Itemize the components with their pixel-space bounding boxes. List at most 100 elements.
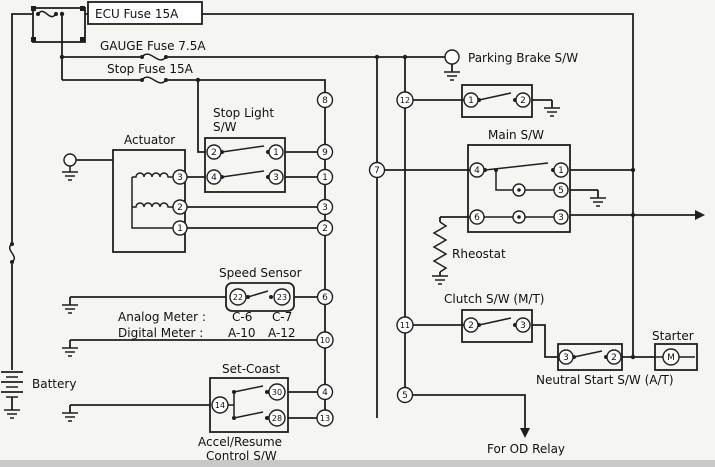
main-internal-wires bbox=[484, 170, 554, 218]
gauge-fuse-symbol bbox=[141, 53, 167, 61]
parking-ground-icon bbox=[543, 107, 561, 117]
svg-text:10: 10 bbox=[320, 336, 330, 345]
neutral-start-switch: 3 2 Neutral Start S/W (A/T) bbox=[536, 343, 674, 387]
ecu-fuse-symbol bbox=[37, 10, 57, 18]
down-arrow-icon bbox=[520, 428, 530, 438]
pin5-od-relay-wire bbox=[413, 394, 526, 428]
svg-text:3: 3 bbox=[273, 173, 279, 183]
ecu-pin-12: 12 bbox=[396, 91, 414, 109]
ecu-pin-13: 13 bbox=[316, 409, 334, 427]
main-terminal-4: 4 bbox=[469, 162, 485, 178]
switch-lever-icon bbox=[478, 317, 512, 326]
digital-a10: A-10 bbox=[228, 326, 256, 340]
svg-text:3: 3 bbox=[177, 173, 183, 183]
set-coast-output-wires bbox=[288, 391, 317, 419]
accel-resume-label-2: Control S/W bbox=[206, 449, 277, 463]
main-switch-wires bbox=[384, 169, 696, 216]
main-terminal-6: 6 bbox=[469, 209, 485, 225]
warning-lamp-icon bbox=[444, 49, 460, 65]
coil-icon bbox=[132, 172, 173, 178]
svg-text:5: 5 bbox=[558, 186, 564, 196]
rheostat-icon bbox=[432, 221, 448, 273]
switch-lever-icon bbox=[478, 92, 512, 101]
stop-light-label-1: Stop Light bbox=[213, 106, 274, 120]
gauge-fuse: GAUGE Fuse 7.5A bbox=[100, 39, 206, 65]
ecu-pin-11: 11 bbox=[396, 316, 414, 334]
switch-lever-icon bbox=[221, 145, 265, 153]
fusible-link-symbol bbox=[9, 243, 15, 263]
starter-motor-m: M bbox=[667, 353, 675, 363]
lamp-ground-icon bbox=[443, 71, 461, 81]
rheostat: Rheostat bbox=[431, 221, 506, 285]
neutral-start-label: Neutral Start S/W (A/T) bbox=[536, 373, 674, 387]
neutral-terminal-2: 2 bbox=[606, 349, 622, 365]
svg-text:6: 6 bbox=[322, 293, 328, 303]
set-coast-ground-icon bbox=[61, 412, 79, 422]
svg-text:2: 2 bbox=[211, 148, 217, 158]
ecu-pin-3: 3 bbox=[316, 198, 334, 216]
analog-c6: C-6 bbox=[232, 310, 252, 324]
parking-terminal-2: 2 bbox=[515, 92, 531, 108]
actuator-terminal-3: 3 bbox=[172, 169, 188, 185]
main-ground-icon bbox=[589, 197, 607, 207]
stop-terminal-4: 4 bbox=[206, 169, 222, 185]
set-coast-terminal-30: 30 bbox=[268, 383, 286, 401]
svg-text:4: 4 bbox=[211, 173, 217, 183]
svg-text:1: 1 bbox=[322, 173, 328, 183]
switch-lever-icon bbox=[233, 411, 264, 419]
svg-text:2: 2 bbox=[322, 224, 328, 234]
main-switch-label: Main S/W bbox=[488, 128, 544, 142]
switch-common-wire bbox=[228, 392, 235, 418]
svg-text:1: 1 bbox=[177, 224, 183, 234]
actuator: Actuator 3 2 1 bbox=[61, 133, 188, 253]
svg-text:28: 28 bbox=[272, 414, 282, 423]
gauge-fuse-label: GAUGE Fuse 7.5A bbox=[100, 39, 206, 53]
parking-terminal-1: 1 bbox=[463, 92, 479, 108]
ecu-connector-pins: 8 9 1 3 2 6 10 4 13 7 12 11 5 bbox=[316, 91, 414, 427]
svg-text:9: 9 bbox=[322, 148, 328, 158]
stop-light-label-2: S/W bbox=[213, 120, 237, 134]
clutch-box bbox=[461, 309, 533, 343]
clutch-switch: Clutch S/W (M/T) 2 3 bbox=[444, 292, 544, 343]
svg-text:1: 1 bbox=[468, 96, 474, 106]
svg-text:4: 4 bbox=[322, 388, 328, 398]
ecu-fuse-power-wire bbox=[85, 13, 634, 357]
wiring-harness bbox=[11, 11, 696, 428]
accel-resume-label-1: Accel/Resume bbox=[198, 435, 282, 449]
parking-brake-label: Parking Brake S/W bbox=[468, 51, 578, 65]
meter-references: Analog Meter : C-6 C-7 Digital Meter : A… bbox=[61, 310, 296, 357]
analog-meter-label: Analog Meter : bbox=[118, 310, 206, 324]
stop-fuse-wire-bus-a bbox=[62, 79, 326, 418]
footer-strip bbox=[0, 460, 715, 467]
ecu-fuse-label-box: ECU Fuse 15A bbox=[87, 1, 203, 25]
ecu-pin-5: 5 bbox=[396, 386, 414, 404]
battery-ground-icon bbox=[3, 409, 21, 419]
clutch-label: Clutch S/W (M/T) bbox=[444, 292, 544, 306]
svg-text:2: 2 bbox=[468, 321, 474, 331]
stop-terminal-2: 2 bbox=[206, 144, 222, 160]
parking-brake-wires bbox=[413, 99, 553, 108]
coil-common-wire bbox=[131, 177, 173, 229]
od-relay-label: For OD Relay bbox=[487, 442, 565, 456]
neutral-terminal-3: 3 bbox=[558, 349, 574, 365]
stop-terminal-1: 1 bbox=[268, 144, 284, 160]
svg-text:30: 30 bbox=[272, 388, 282, 397]
speed-sensor-label: Speed Sensor bbox=[219, 266, 302, 280]
clutch-terminal-3: 3 bbox=[515, 317, 531, 333]
parking-brake-switch: Parking Brake S/W 1 2 bbox=[443, 49, 578, 118]
svg-text:4: 4 bbox=[474, 166, 480, 176]
ecu-pin-4: 4 bbox=[316, 383, 334, 401]
svg-text:3: 3 bbox=[322, 203, 328, 213]
switch-lever-icon bbox=[573, 350, 603, 358]
clutch-wires bbox=[413, 324, 559, 358]
set-coast-terminal-14: 14 bbox=[211, 396, 229, 414]
ecu-fuse-label: ECU Fuse 15A bbox=[95, 7, 179, 21]
ground-connector-icon bbox=[63, 153, 77, 167]
svg-text:1: 1 bbox=[558, 166, 564, 176]
parking-brake-box bbox=[461, 84, 533, 118]
ecu-pin-1: 1 bbox=[316, 168, 334, 186]
speed-sensor: Speed Sensor 22 23 bbox=[61, 266, 302, 314]
set-coast-switch: Set-Coast 14 30 28 Accel/Resume Control … bbox=[61, 362, 289, 463]
main-switch: Main S/W 4 1 5 6 3 bbox=[467, 128, 607, 233]
